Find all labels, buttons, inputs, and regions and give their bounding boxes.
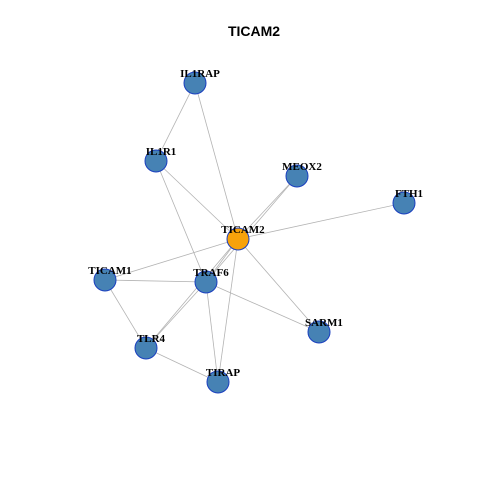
edge-il1r1-traf6 — [155, 160, 207, 283]
edge-traf6-tirap — [205, 281, 219, 383]
edge-ticam2-ticam1 — [104, 238, 239, 281]
node-label-il1rap: IL1RAP — [180, 68, 220, 80]
node-circle-tlr4 — [134, 336, 158, 360]
node-label-tirap: TIRAP — [206, 367, 241, 379]
edge-ticam1-traf6 — [104, 279, 207, 283]
node-tirap: TIRAP — [206, 367, 241, 394]
node-label-fth1: FTH1 — [395, 188, 423, 200]
edge-meox2-traf6 — [205, 175, 298, 283]
node-circle-il1rap — [183, 71, 207, 95]
node-sarm1: SARM1 — [305, 317, 343, 344]
edge-il1rap-il1r1 — [155, 82, 196, 162]
node-traf6: TRAF6 — [193, 267, 229, 294]
edges-layer — [104, 82, 405, 383]
node-circle-fth1 — [392, 191, 416, 215]
node-ticam1: TICAM1 — [88, 265, 132, 292]
node-fth1: FTH1 — [392, 188, 423, 215]
edge-il1r1-ticam2 — [155, 160, 239, 240]
edge-ticam2-tlr4 — [145, 238, 239, 349]
node-circle-ticam1 — [93, 268, 117, 292]
node-il1rap: IL1RAP — [180, 68, 220, 95]
node-il1r1: IL1R1 — [144, 146, 177, 173]
edge-fth1-ticam2 — [237, 202, 405, 240]
node-label-ticam2: TICAM2 — [221, 224, 265, 236]
diagram-title: TICAM2 — [228, 23, 280, 39]
node-label-tlr4: TLR4 — [137, 333, 166, 345]
node-circle-il1r1 — [144, 149, 168, 173]
node-label-sarm1: SARM1 — [305, 317, 343, 329]
node-label-traf6: TRAF6 — [193, 267, 229, 279]
edge-ticam2-tirap — [217, 238, 239, 383]
edge-ticam2-sarm1 — [237, 238, 320, 333]
node-circle-traf6 — [194, 270, 218, 294]
node-label-il1r1: IL1R1 — [146, 146, 177, 158]
node-tlr4: TLR4 — [134, 333, 166, 360]
edge-meox2-ticam2 — [237, 175, 298, 240]
node-label-meox2: MEOX2 — [282, 161, 322, 173]
node-circle-tirap — [206, 370, 230, 394]
edge-tlr4-tirap — [145, 347, 219, 383]
node-meox2: MEOX2 — [282, 161, 322, 188]
edge-traf6-sarm1 — [205, 281, 320, 333]
node-ticam2: TICAM2 — [221, 224, 265, 251]
edge-ticam1-tlr4 — [104, 279, 147, 349]
edge-il1rap-ticam2 — [194, 82, 239, 240]
node-circle-sarm1 — [307, 320, 331, 344]
node-circle-meox2 — [285, 164, 309, 188]
edge-traf6-tlr4 — [145, 281, 207, 349]
node-circle-ticam2 — [226, 227, 250, 251]
node-label-ticam1: TICAM1 — [88, 265, 131, 277]
